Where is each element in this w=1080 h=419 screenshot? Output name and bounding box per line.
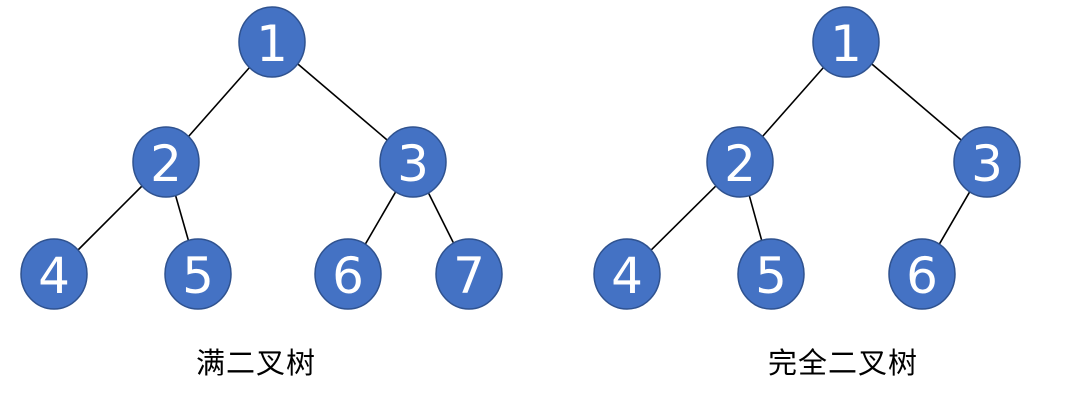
node-4: 4 [593, 238, 661, 310]
node-4: 4 [20, 238, 88, 310]
node-3: 3 [953, 126, 1021, 198]
edge-3-6 [363, 189, 398, 247]
node-label: 4 [611, 247, 643, 305]
edge-3-6 [937, 189, 972, 247]
node-label: 5 [755, 247, 787, 305]
node-label: 2 [150, 135, 182, 193]
complete-binary-tree: 1 2 3 4 5 6 [593, 6, 1021, 310]
edge-2-5 [747, 192, 764, 244]
edge-1-3 [295, 62, 390, 142]
node-label: 4 [38, 247, 70, 305]
node-circle [888, 238, 956, 310]
node-1: 1 [238, 6, 306, 78]
node-label: 3 [397, 135, 429, 193]
node-2: 2 [706, 126, 774, 198]
node-circle [164, 238, 232, 310]
edge-2-4 [76, 184, 144, 252]
edge-3-7 [426, 190, 456, 246]
node-circle [706, 126, 774, 198]
node-circle [20, 238, 88, 310]
node-circle [953, 126, 1021, 198]
node-6: 6 [314, 238, 382, 310]
node-circle [435, 238, 503, 310]
complete-binary-tree-caption: 完全二叉树 [768, 346, 919, 380]
node-circle [314, 238, 382, 310]
node-circle [379, 126, 447, 198]
full-binary-tree-caption: 满二叉树 [196, 346, 317, 380]
node-6: 6 [888, 238, 956, 310]
node-7: 7 [435, 238, 503, 310]
node-label: 6 [332, 247, 364, 305]
node-5: 5 [737, 238, 805, 310]
node-label: 1 [830, 15, 862, 73]
node-label: 1 [256, 15, 288, 73]
node-2: 2 [132, 126, 200, 198]
node-label: 7 [453, 247, 485, 305]
node-circle [812, 6, 880, 78]
edge-1-3 [869, 62, 964, 142]
node-1: 1 [812, 6, 880, 78]
node-label: 6 [906, 247, 938, 305]
node-3: 3 [379, 126, 447, 198]
node-circle [132, 126, 200, 198]
full-binary-tree: 1 2 3 4 5 6 7 [20, 6, 503, 310]
node-label: 3 [971, 135, 1003, 193]
edge-2-5 [174, 192, 190, 244]
node-5: 5 [164, 238, 232, 310]
edge-2-4 [649, 183, 718, 253]
edge-1-2 [760, 65, 826, 139]
node-circle [737, 238, 805, 310]
node-label: 2 [724, 135, 756, 193]
node-circle [593, 238, 661, 310]
node-label: 5 [182, 247, 214, 305]
node-circle [238, 6, 306, 78]
edge-1-2 [186, 65, 252, 139]
